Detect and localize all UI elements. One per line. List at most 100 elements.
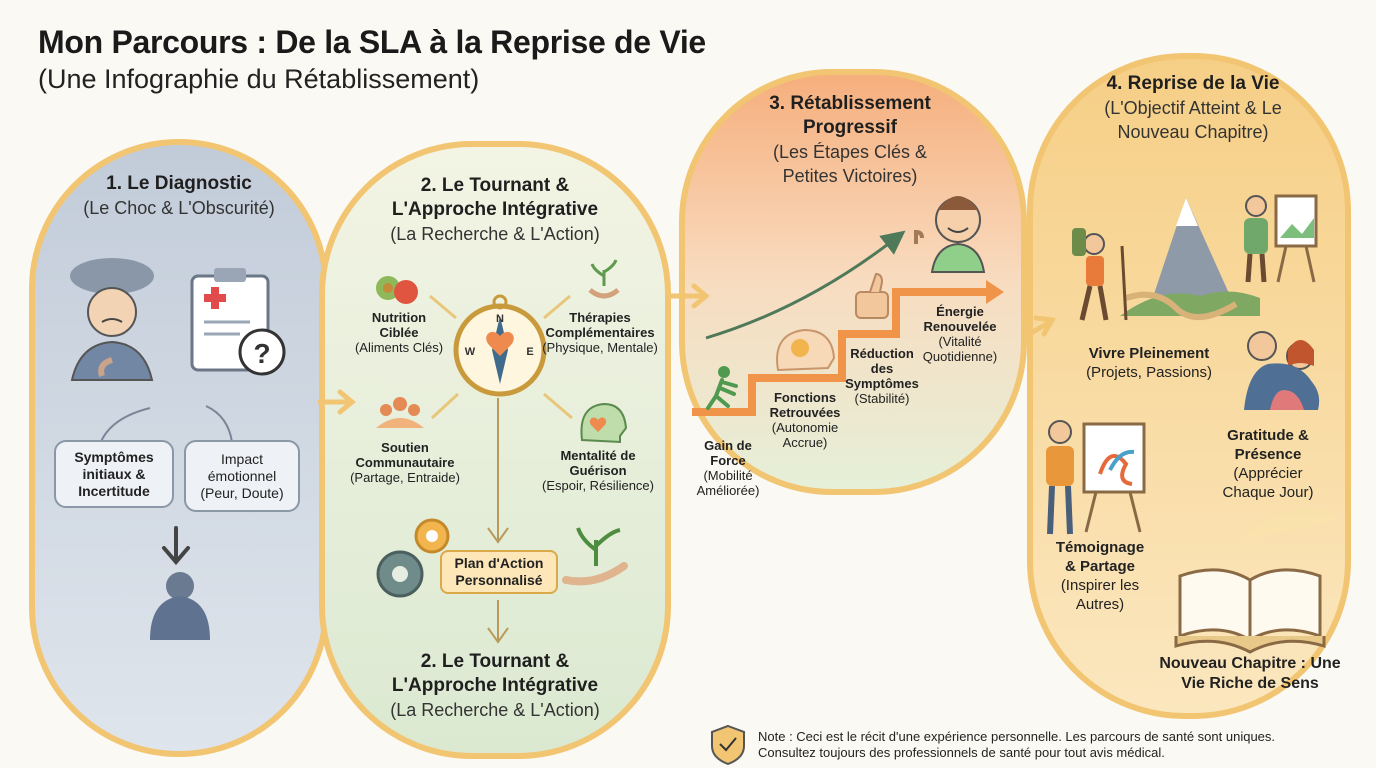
stage3-heading: 3. Rétablissement Progressif (Les Étapes… xyxy=(730,92,970,188)
label-temoignage-title: Témoignage & Partage xyxy=(1055,539,1145,575)
running-person-icon xyxy=(706,366,738,410)
label-soutien: Soutien Communautaire (Partage, Entraide… xyxy=(340,440,470,485)
worried-person-icon xyxy=(70,258,154,381)
label-vivre-title: Vivre Pleinement xyxy=(1088,345,1210,362)
stage1-box-impact: Impact émotionnel (Peur, Doute) xyxy=(184,440,300,512)
label-mentalite: Mentalité de Guérison (Espoir, Résilienc… xyxy=(532,448,664,493)
stage3-panel xyxy=(679,69,1027,495)
painter-icon xyxy=(1244,194,1318,283)
stage4-panel xyxy=(1027,53,1351,719)
connector-arrow-3 xyxy=(1023,315,1057,339)
stage2-bottom-title-line1: 2. Le Tournant & xyxy=(420,651,570,672)
plan-action-text: Plan d'Action Personnalisé xyxy=(454,555,544,588)
community-icon xyxy=(376,397,424,428)
label-soutien-sub: (Partage, Entraide) xyxy=(350,470,460,485)
label-vivre-sub: (Projets, Passions) xyxy=(1086,364,1212,381)
shield-check-icon xyxy=(711,724,745,766)
step4-title: Énergie Renouvelée xyxy=(923,304,997,334)
label-mentalite-sub: (Espoir, Résilience) xyxy=(542,478,654,493)
compass-icon: N W E xyxy=(453,294,547,397)
sad-sitting-person-icon xyxy=(150,572,210,640)
staircase xyxy=(692,288,994,416)
fruit-icon xyxy=(376,276,418,304)
step4-sub: (Vitalité Quotidienne) xyxy=(922,334,998,364)
stage2-subtitle: (La Recherche & L'Action) xyxy=(390,224,600,244)
label-nutrition-title: Nutrition Ciblée xyxy=(371,310,427,340)
stage3-subtitle: (Les Étapes Clés & Petites Victoires) xyxy=(772,142,928,186)
note-line1: Note : Ceci est le récit d'une expérienc… xyxy=(758,729,1276,744)
stage3-title-line2: Progressif xyxy=(803,117,897,138)
step1-title: Gain de Force xyxy=(704,438,752,468)
question-mark-icon: ? xyxy=(238,328,286,376)
stage1-box-impact-title: Impact émotionnel xyxy=(207,450,277,484)
label-chapitre-text: Nouveau Chapitre : Une Vie Riche de Sens xyxy=(1159,655,1341,692)
stage1-box-symptoms-text: Symptômes initiaux & Incertitude xyxy=(74,448,154,499)
plant-hand-icon xyxy=(562,527,628,586)
svg-text:?: ? xyxy=(253,338,270,369)
heart-head-icon xyxy=(580,402,628,444)
compass-down-arrow xyxy=(487,398,509,544)
step-energie: Énergie Renouvelée (Vitalité Quotidienne… xyxy=(916,304,1004,364)
stage2-bottom-subtitle: (La Recherche & L'Action) xyxy=(390,700,600,720)
svg-text:E: E xyxy=(526,346,533,358)
svg-text:N: N xyxy=(496,313,504,325)
step3-title: Réduction des Symptômes xyxy=(845,346,919,391)
step-reduction: Réduction des Symptômes (Stabilité) xyxy=(840,346,924,406)
plan-down-arrow xyxy=(487,600,509,644)
label-nutrition-sub: (Aliments Clés) xyxy=(354,340,444,355)
connector-arrow-1 xyxy=(317,389,356,415)
stage4-heading: 4. Reprise de la Vie (L'Objectif Atteint… xyxy=(1068,72,1318,144)
open-book-icon xyxy=(1174,508,1340,654)
painter-easel-icon xyxy=(1046,420,1146,535)
step2-sub: (Autonomie Accrue) xyxy=(771,420,839,450)
step2-title: Fonctions Retrouvées xyxy=(769,390,841,420)
label-temoignage: Témoignage & Partage (Inspirer les Autre… xyxy=(1040,538,1160,614)
stage1-box-impact-sub: (Peur, Doute) xyxy=(200,484,284,501)
stage4-subtitle: (L'Objectif Atteint & Le Nouveau Chapitr… xyxy=(1104,98,1282,142)
stage3-title-line1: 3. Rétablissement xyxy=(769,93,931,114)
label-vivre: Vivre Pleinement (Projets, Passions) xyxy=(1064,344,1234,382)
svg-text:W: W xyxy=(465,346,476,358)
label-gratitude: Gratitude & Présence (Apprécier Chaque J… xyxy=(1216,426,1320,502)
branch-lines xyxy=(99,405,233,445)
label-gratitude-title: Gratitude & Présence xyxy=(1227,427,1309,463)
step-gain-force: Gain de Force (Mobilité Améliorée) xyxy=(688,438,768,498)
stage2-heading: 2. Le Tournant & L'Approche Intégrative … xyxy=(350,174,640,246)
stage1-box-symptoms: Symptômes initiaux & Incertitude xyxy=(54,440,174,508)
label-gratitude-sub: (Apprécier Chaque Jour) xyxy=(1222,465,1314,501)
sprout-hands-icon xyxy=(588,259,620,299)
step3-sub: (Stabilité) xyxy=(854,391,910,406)
disclaimer-note: Note : Ceci est le récit d'une expérienc… xyxy=(758,729,1275,761)
staircase-arrowhead xyxy=(986,280,1004,304)
stage2-bottom-title-line2: L'Approche Intégrative xyxy=(391,675,599,696)
family-icon xyxy=(1244,331,1320,410)
label-temoignage-sub: (Inspirer les Autres) xyxy=(1060,577,1140,613)
down-arrow-icon xyxy=(162,526,190,566)
stage2-title-line1: 2. Le Tournant & xyxy=(420,175,570,196)
gears-icon xyxy=(376,518,450,598)
progress-arrow xyxy=(705,230,906,340)
note-line2: Consultez toujours des professionnels de… xyxy=(758,745,1165,760)
connector-arrow-2 xyxy=(667,283,710,309)
stage4-title: 4. Reprise de la Vie xyxy=(1106,73,1280,94)
label-soutien-title: Soutien Communautaire xyxy=(355,440,455,470)
stage2-bottom-heading: 2. Le Tournant & L'Approche Intégrative … xyxy=(350,650,640,722)
step1-sub: (Mobilité Améliorée) xyxy=(696,468,760,498)
thumbs-up-icon xyxy=(855,272,889,319)
happy-person-icon xyxy=(914,196,986,273)
label-therapies: Thérapies Complémentaires (Physique, Men… xyxy=(540,310,660,355)
stage1-heading: 1. Le Diagnostic (Le Choc & L'Obscurité) xyxy=(40,172,318,220)
plan-action-box: Plan d'Action Personnalisé xyxy=(440,550,558,594)
brain-icon xyxy=(776,328,836,372)
label-therapies-sub: (Physique, Mentale) xyxy=(542,340,658,355)
compass-rays xyxy=(429,294,573,420)
page-subtitle: (Une Infographie du Rétablissement) xyxy=(38,64,480,94)
page-title: Mon Parcours : De la SLA à la Reprise de… xyxy=(38,24,706,60)
hiker-icon xyxy=(1072,198,1260,321)
stage1-subtitle: (Le Choc & L'Obscurité) xyxy=(83,198,275,218)
step-fonctions: Fonctions Retrouvées (Autonomie Accrue) xyxy=(762,390,848,450)
label-therapies-title: Thérapies Complémentaires xyxy=(545,310,655,340)
stage2-title-line2: L'Approche Intégrative xyxy=(391,199,599,220)
label-chapitre: Nouveau Chapitre : Une Vie Riche de Sens xyxy=(1156,654,1344,694)
